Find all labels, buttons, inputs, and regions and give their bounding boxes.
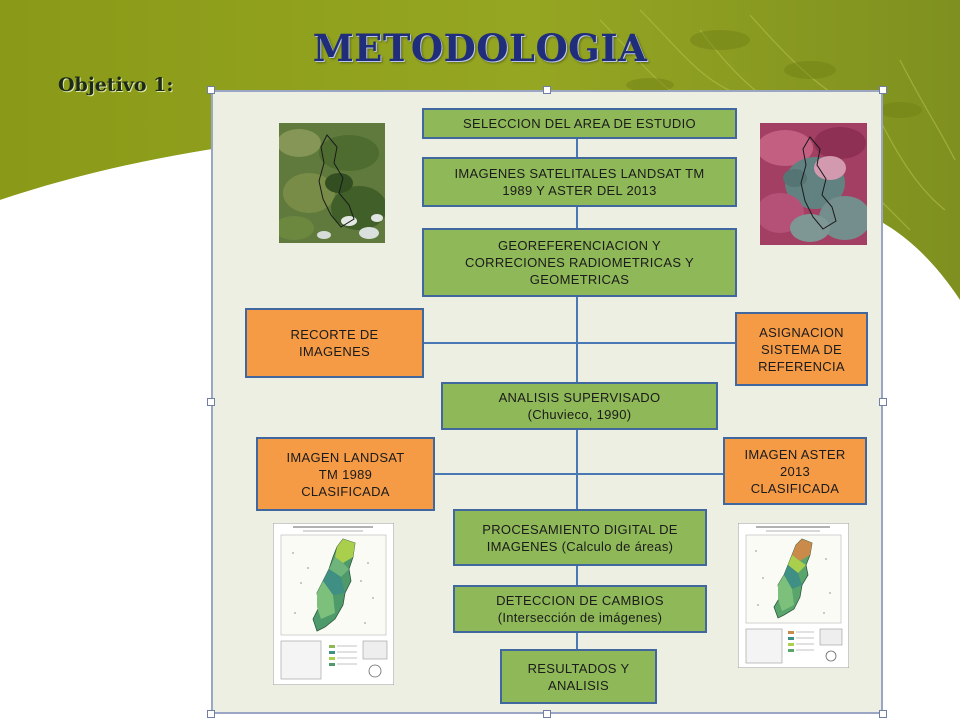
resize-handle-bottom-left[interactable] (207, 710, 215, 718)
resize-handle-top-center[interactable] (543, 86, 551, 94)
slide-subtitle: Objetivo 1: (58, 74, 174, 96)
resize-handle-middle-left[interactable] (207, 398, 215, 406)
step-deteccion-cambios[interactable]: DETECCION DE CAMBIOS (Intersección de im… (453, 585, 707, 633)
resize-handle-bottom-right[interactable] (879, 710, 887, 718)
step-procesamiento-digital[interactable]: PROCESAMIENTO DIGITAL DE IMAGENES (Calcu… (453, 509, 707, 566)
output-asignacion-sistema[interactable]: ASIGNACION SISTEMA DE REFERENCIA (735, 312, 868, 386)
output-imagen-aster-clasificada[interactable]: IMAGEN ASTER 2013 CLASIFICADA (723, 437, 867, 505)
output-recorte-imagenes[interactable]: RECORTE DE IMAGENES (245, 308, 424, 378)
step-georeferenciacion[interactable]: GEOREFERENCIACION Y CORRECIONES RADIOMET… (422, 228, 737, 297)
step-analisis-supervisado[interactable]: ANALISIS SUPERVISADO (Chuvieco, 1990) (441, 382, 718, 430)
satellite-image-landsat (279, 123, 385, 243)
satellite-image-aster (760, 123, 867, 245)
step-resultados-analisis[interactable]: RESULTADOS Y ANALISIS (500, 649, 657, 704)
step-seleccion-area[interactable]: SELECCION DEL AREA DE ESTUDIO (422, 108, 737, 139)
slide-title: METODOLOGIA (312, 26, 648, 70)
classified-map-2013 (738, 523, 849, 668)
resize-handle-top-left[interactable] (207, 86, 215, 94)
resize-handle-top-right[interactable] (879, 86, 887, 94)
step-imagenes-satelitales[interactable]: IMAGENES SATELITALES LANDSAT TM 1989 Y A… (422, 157, 737, 207)
resize-handle-middle-right[interactable] (879, 398, 887, 406)
resize-handle-bottom-center[interactable] (543, 710, 551, 718)
output-imagen-landsat-clasificada[interactable]: IMAGEN LANDSAT TM 1989 CLASIFICADA (256, 437, 435, 511)
classified-map-1989 (273, 523, 394, 685)
